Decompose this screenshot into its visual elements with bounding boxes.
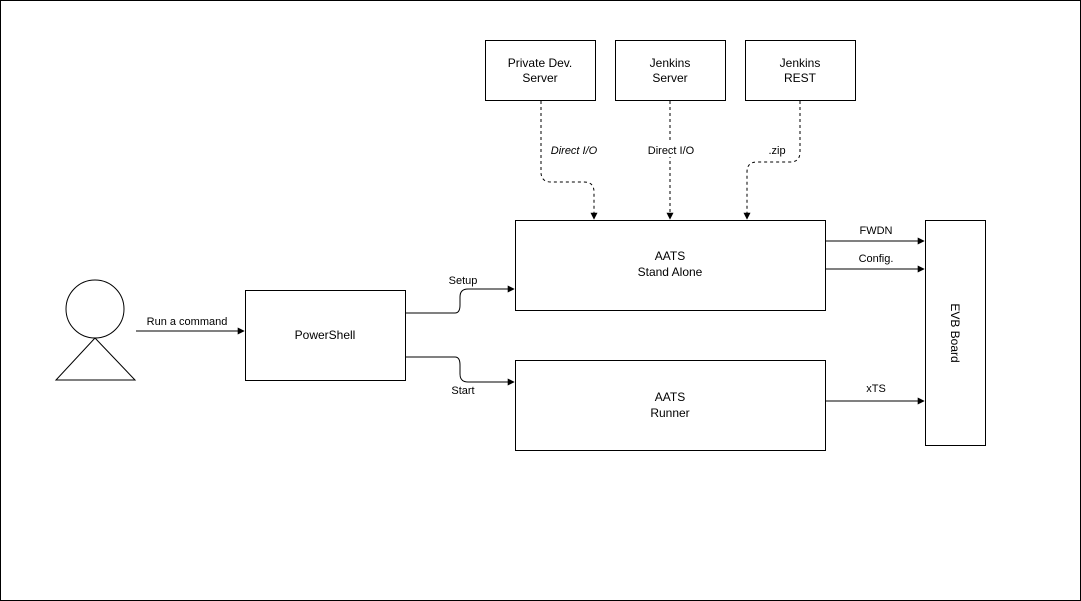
private-dev-server-label-line2: Server bbox=[522, 71, 557, 85]
evb-board-box: EVB Board bbox=[925, 220, 986, 446]
start-label: Start bbox=[451, 385, 474, 397]
powershell-label: PowerShell bbox=[295, 328, 356, 342]
setup-arrow bbox=[405, 285, 515, 314]
jenkins-rest-label-line1: Jenkins bbox=[780, 56, 821, 70]
direct-io-private-arrow bbox=[540, 101, 598, 220]
jenkins-rest-box: Jenkins REST bbox=[745, 40, 856, 101]
xts-label: xTS bbox=[866, 383, 886, 395]
jenkins-server-label-line1: Jenkins bbox=[650, 56, 691, 70]
aats-runner-label-line1: AATS bbox=[655, 390, 685, 404]
jenkins-server-label-line2: Server bbox=[652, 71, 687, 85]
zip-arrow bbox=[743, 101, 801, 220]
aats-runner-box: AATS Runner bbox=[515, 360, 826, 451]
jenkins-server-box: Jenkins Server bbox=[615, 40, 726, 101]
zip-label: .zip bbox=[768, 145, 785, 157]
config-label: Config. bbox=[859, 253, 894, 265]
private-dev-server-label-line1: Private Dev. bbox=[508, 56, 572, 70]
fwdn-label: FWDN bbox=[860, 225, 893, 237]
setup-label: Setup bbox=[449, 275, 478, 287]
aats-runner-label-line2: Runner bbox=[650, 406, 689, 420]
direct-io-private-label: Direct I/O bbox=[551, 145, 598, 157]
evb-board-label: EVB Board bbox=[948, 303, 962, 362]
jenkins-rest-label-line2: REST bbox=[784, 71, 817, 85]
powershell-box: PowerShell bbox=[245, 290, 406, 381]
user-actor-icon bbox=[54, 279, 137, 381]
run-command-label: Run a command bbox=[147, 316, 228, 328]
aats-standalone-box: AATS Stand Alone bbox=[515, 220, 826, 311]
private-dev-server-box: Private Dev. Server bbox=[485, 40, 596, 101]
aats-standalone-label-line1: AATS bbox=[655, 249, 685, 263]
start-arrow bbox=[405, 356, 515, 386]
direct-io-jenkins-label: Direct I/O bbox=[648, 145, 695, 157]
aats-standalone-label-line2: Stand Alone bbox=[638, 265, 703, 279]
